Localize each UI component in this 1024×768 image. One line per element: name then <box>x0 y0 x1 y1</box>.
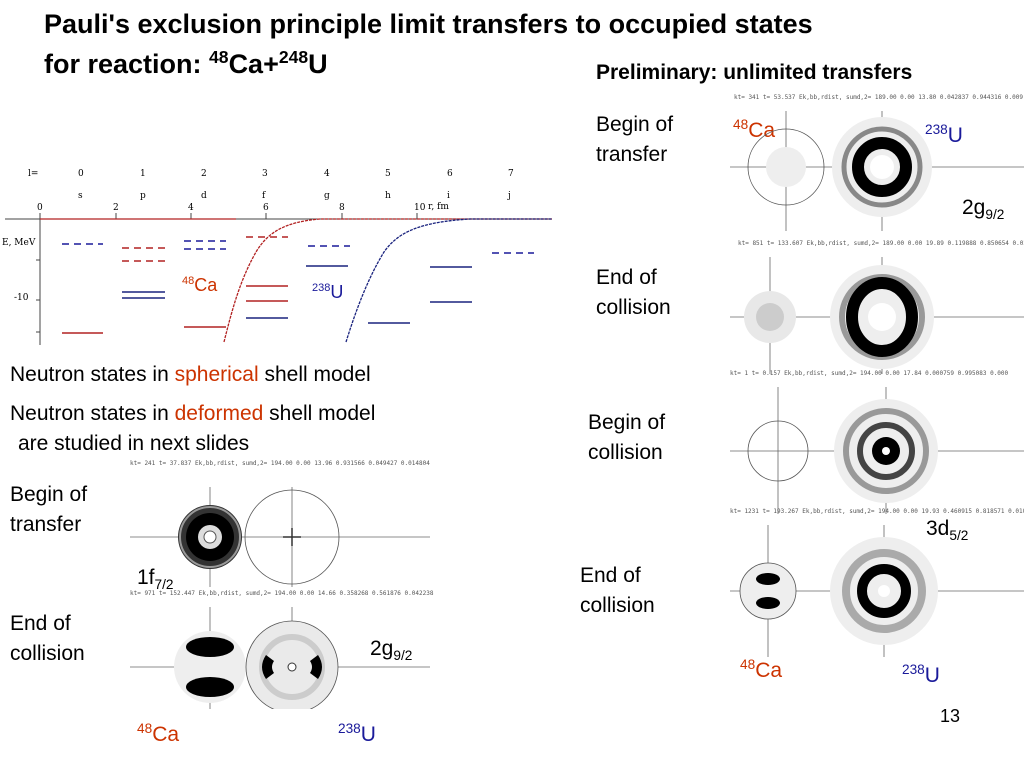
panel-header: kt= 1231 t= 193.267 Ek,bb,rdist, sumd,2=… <box>730 508 1024 515</box>
chart-u-label: 238U <box>312 282 343 302</box>
left-density-panel-begin: kt= 241 t= 37.837 Ek,bb,rdist, sumd,2= 1… <box>130 460 430 590</box>
l-value-1: 1 <box>140 169 146 179</box>
l-letter-h: h <box>385 191 391 201</box>
l-letter-g: g <box>324 191 330 201</box>
panel-header: kt= 341 t= 53.537 Ek,bb,rdist, sumd,2= 1… <box>730 94 1024 101</box>
left-panel-1-svg <box>130 467 430 587</box>
r-tick-label-10: 10 <box>414 203 426 213</box>
panel-header: kt= 1 t= 0.157 Ek,bb,rdist, sumd,2= 194.… <box>730 370 1024 377</box>
deformed-text: Neutron states in deformed shell model a… <box>10 399 375 459</box>
l-letter-d: d <box>201 191 207 201</box>
l-value-2: 2 <box>201 169 207 179</box>
panel-header: kt= 851 t= 133.607 Ek,bb,rdist, sumd,2= … <box>730 240 1024 247</box>
r-tick-label-8: 8 <box>339 203 345 213</box>
right-ca-label-bottom: 48Ca <box>740 650 782 686</box>
l-value-0: 0 <box>78 169 84 179</box>
left-u-label: 238U <box>338 714 376 750</box>
preliminary-subtitle: Preliminary: unlimited transfers <box>596 61 912 85</box>
l-value-5: 5 <box>385 169 391 179</box>
page-number: 13 <box>940 706 960 727</box>
spherical-text: Neutron states in spherical shell model <box>10 360 371 390</box>
left-ca-label: 48Ca <box>137 714 179 750</box>
left-state-2g: 2g9/2 <box>370 634 412 671</box>
l-letter-s: s <box>78 191 83 201</box>
r-axis-label: r, fm <box>428 202 449 212</box>
e-axis-label: E, MeV <box>2 238 36 248</box>
right-density-panel-2: kt= 851 t= 133.607 Ek,bb,rdist, sumd,2= … <box>730 240 1024 375</box>
r-tick-label-6: 6 <box>263 203 269 213</box>
l-value-3: 3 <box>262 169 268 179</box>
l-value-7: 7 <box>508 169 514 179</box>
l-letter-j: j <box>507 191 511 201</box>
right-density-panel-4: kt= 1231 t= 193.267 Ek,bb,rdist, sumd,2=… <box>730 508 1024 658</box>
right-density-panel-3: kt= 1 t= 0.157 Ek,bb,rdist, sumd,2= 194.… <box>730 370 1024 515</box>
l-letter-i: i <box>447 191 450 201</box>
deformed-word: deformed <box>175 402 264 425</box>
right-panel-2-svg <box>730 247 1024 374</box>
chart-ca-label: 48Ca <box>182 275 218 295</box>
l-row-label: l= <box>28 169 38 179</box>
right-state-2g: 2g9/2 <box>962 193 1004 230</box>
l-value-4: 4 <box>324 169 330 179</box>
r-tick-label-2: 2 <box>113 203 119 213</box>
title-line-1: Pauli's exclusion principle limit transf… <box>44 8 813 41</box>
l-value-6: 6 <box>447 169 453 179</box>
l-letter-p: p <box>140 191 146 201</box>
right-panel-3-svg <box>730 377 1024 514</box>
spherical-word: spherical <box>175 363 259 386</box>
shell-model-svg: l= 0 1 2 3 4 5 6 7 s p d f g h i j 0 2 4 6 8 10 r, fm E, Me… <box>0 160 560 350</box>
shell-model-chart: l= 0 1 2 3 4 5 6 7 s p d f g h i j 0 2 4 6 8 10 r, fm E, Me… <box>0 160 560 350</box>
r-tick-label-0: 0 <box>37 203 43 213</box>
panel-header: kt= 971 t= 152.447 Ek,bb,rdist, sumd,2= … <box>130 590 430 597</box>
right-u-label-bottom: 238U <box>902 655 940 691</box>
r-tick-label-4: 4 <box>188 203 194 213</box>
l-letter-f: f <box>262 191 266 201</box>
panel-header: kt= 241 t= 37.837 Ek,bb,rdist, sumd,2= 1… <box>130 460 430 467</box>
right-panel-4-svg <box>730 515 1024 657</box>
e-tick-label: -10 <box>14 293 29 303</box>
